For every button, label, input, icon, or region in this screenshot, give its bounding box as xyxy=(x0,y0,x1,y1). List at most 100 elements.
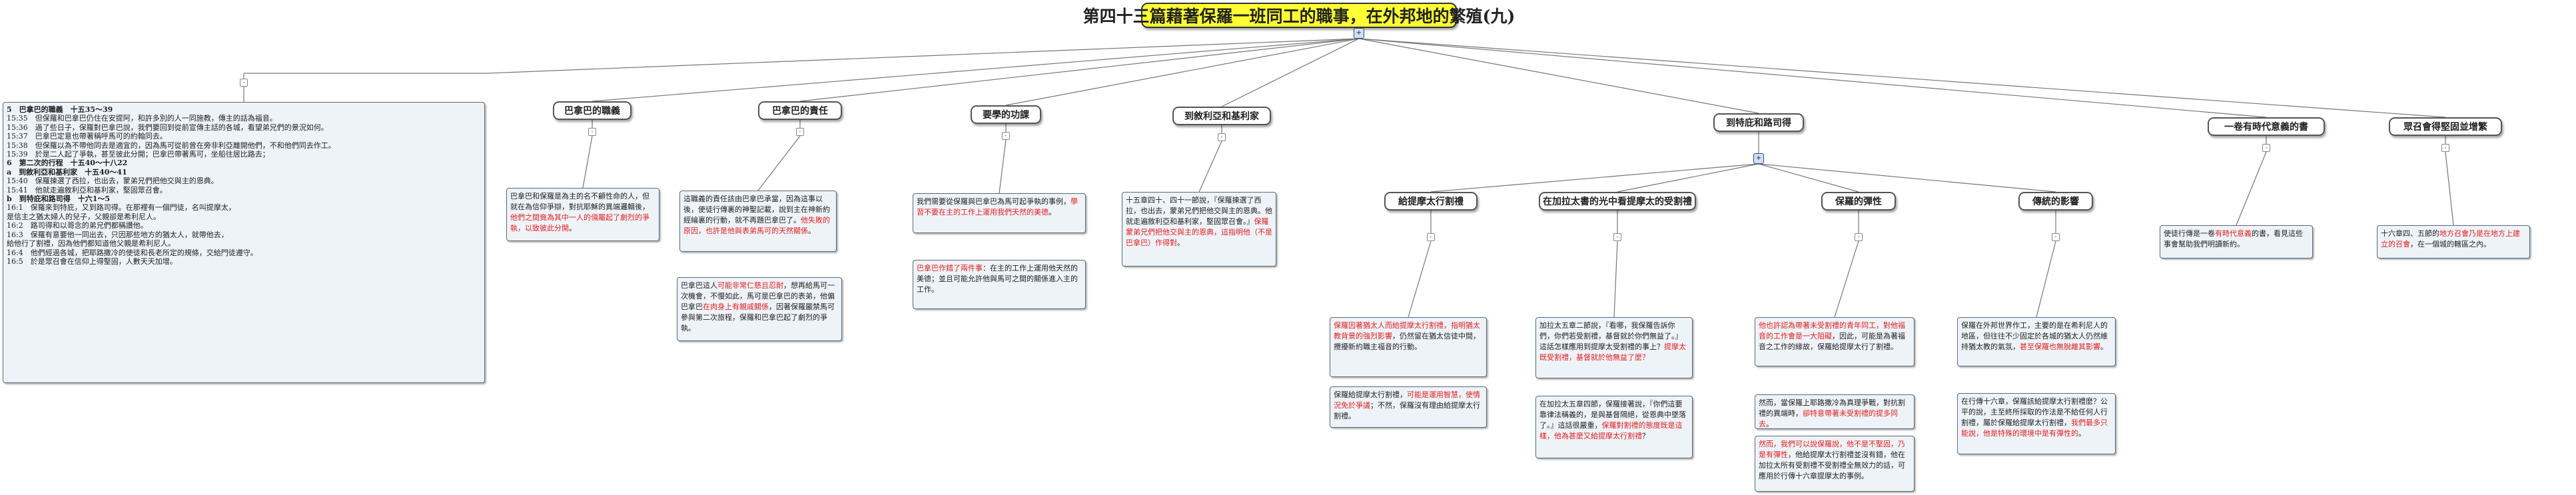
branch-collapse-toggle[interactable]: - xyxy=(588,128,596,136)
sub-note: 在加拉太五章四節，保羅接著說，『你們這要靠律法稱義的，是與基督隔絕，從恩典中墜落… xyxy=(1535,396,1693,458)
edge-branch-note xyxy=(1198,141,1222,193)
edge-branch-note xyxy=(999,139,1007,194)
branch-topic[interactable]: 巴拿巴的責任 xyxy=(758,101,842,120)
outline-verse: 16:1 保羅來到特庇，又到路司得。在那裡有一個門徒，名叫提摩太， xyxy=(7,203,236,213)
topic-label: 到敘利亞和基利家 xyxy=(1184,111,1259,122)
edge-root-branch xyxy=(1221,38,1360,107)
outline-heading: a 到敘利亞和基利家 十五40～41 xyxy=(7,167,127,177)
outline-verse: 16:3 保羅有意要他一同出去，只因那些地方的猶太人，就帶他去， xyxy=(7,230,228,239)
note-text: 保羅給提摩太行割禮， xyxy=(1334,390,1407,399)
edge-sub-note xyxy=(1834,241,1859,318)
branch-note: 十五章四十、四十一節說，『保羅揀選了西拉，也出去，蒙弟兄們把他交與主的恩典。他就… xyxy=(1122,192,1276,266)
sub-note: 保羅給提摩太行割禮，可能是運用智慧，使情況免於爭議；不然，保羅沒有理由給提摩太行… xyxy=(1330,386,1487,428)
note-text: 然而，當保羅上耶路撒冷為真理爭戰，對抗割禮的異端時， xyxy=(1759,398,1905,418)
branch-topic[interactable]: 到特庇和路司得 xyxy=(1713,113,1804,132)
sub-note: 然而，當保羅上耶路撒冷為真理爭戰，對抗割禮的異端時，卻特意帶著未受割禮的提多同去… xyxy=(1755,394,1915,429)
outline-verse: 給他行了割禮，因為他們都知道他父親是希利尼人。 xyxy=(7,239,175,248)
highlight-text: 他也許認為帶著未受割禮的青年同工，對 xyxy=(1759,321,1891,330)
note-text: 十六章四、五節的 xyxy=(2381,229,2439,238)
note-text: 在加拉太五章四節，保羅接著說，『你們這要靠律法稱義的，是與基督隔絕，從恩典中墜落… xyxy=(1539,400,1686,430)
branch-collapse-toggle[interactable]: - xyxy=(2441,144,2449,152)
note-text: 。 xyxy=(2078,429,2086,438)
branch-topic[interactable]: 眾召會得堅固並增繁 xyxy=(2389,117,2502,136)
outline-collapse-toggle[interactable]: - xyxy=(240,79,248,87)
highlight-text: 他們之間竟為其中一人的倆屬起了劇烈的爭執，以致彼此分開 xyxy=(510,213,649,233)
branch-collapse-toggle[interactable]: - xyxy=(2262,144,2270,152)
topic-label: 一卷有時代意義的書 xyxy=(2224,122,2308,133)
topic-label: 到特庇和路司得 xyxy=(1726,118,1791,129)
edge-root-branch xyxy=(1358,38,1759,114)
edge-branch-child xyxy=(1617,163,1759,193)
note-text: 十五章四十、四十一節說，『保羅揀選了西拉，也出去，蒙弟兄們把他交與主的恩典。他就… xyxy=(1126,196,1272,226)
note-text: ，在一個城的轄區之內。 xyxy=(2410,240,2491,248)
topic-label: 巴拿巴的責任 xyxy=(772,106,828,117)
subtopic-collapse-toggle[interactable]: - xyxy=(2052,233,2060,241)
sub-topic[interactable]: 傳統的影響 xyxy=(2018,192,2093,211)
edge-branch-child xyxy=(1758,163,1859,193)
sub-note: 在行傳十六章，保羅該給提摩太行割禮麼？公平的說，主至終所採取的作法是不給任何人行… xyxy=(1957,393,2116,454)
sub-note: 保羅因著猶太人而給提摩太行割禮，指明猶太教背景的強烈影響，仍然留在猶太信徒中間，… xyxy=(1330,317,1487,377)
branch-hub-icon[interactable]: + xyxy=(1753,153,1764,164)
outline-verse: 15:41 他就走遍敘利亞和基利家，堅固眾召會。 xyxy=(7,185,167,195)
note-text: ：在主的工作上運用他天然的美德；並且可能允許他與馬可之間的關係進入主的工作。 xyxy=(917,264,1078,294)
branch-topic[interactable]: 到敘利亞和基利家 xyxy=(1172,107,1271,125)
highlight-text: 提摩太既受割禮，基督就於他無益了麼？ xyxy=(1539,342,1686,362)
topic-label: 眾召會得堅固並增繁 xyxy=(2403,122,2487,133)
highlight-text: 有時代意義 xyxy=(2215,229,2252,238)
note-text: 。 xyxy=(1177,239,1184,247)
branch-note: 這職義的責任該由巴拿巴承當，因為這事以後，使徒行傳裏的神聖記載，說到主在神新約經… xyxy=(679,191,837,252)
branch-note: 我們需要從保羅與巴拿巴為馬可起爭執的事例，學習不要在主的工作上運用我們天然的美德… xyxy=(913,193,1086,233)
sub-topic[interactable]: 給提摩太行割禮 xyxy=(1384,192,1478,211)
root-topic[interactable]: 第四十三篇藉著保羅一班同工的職事，在外邦地的繁殖(九) xyxy=(1083,3,1515,28)
branch-note: 十六章四、五節的地方召會乃是在地方上建立的召會，在一個城的轄區之內。 xyxy=(2377,225,2530,258)
subtopic-collapse-toggle[interactable]: - xyxy=(1855,233,1863,241)
highlight-text: 保羅因著猶太人而給提摩太行割禮，指明 xyxy=(1334,321,1466,330)
note-text: ，因此，可能是為著福音之工作的緣故，保羅給提摩太行了割禮。 xyxy=(1759,332,1905,351)
subtopic-collapse-toggle[interactable]: - xyxy=(1427,233,1435,241)
outline-verse: 15:35 但保羅和巴拿巴仍住在安提阿，和許多別的人一同施教，傳主的話為福音。 xyxy=(7,114,277,123)
topic-label: 傳統的影響 xyxy=(2032,197,2079,207)
highlight-text: 猶太教背景的強烈影響 xyxy=(1334,321,1480,340)
branch-collapse-toggle[interactable]: - xyxy=(1002,132,1010,140)
outline-verse: 15:36 過了些日子，保羅對巴拿巴說，我們要回到從前宣傳主話的各城，看望弟兄們… xyxy=(7,123,328,132)
outline-verse: 15:39 於是二人起了爭執，甚至彼此分開；巴拿巴帶著馬可，坐船往居比路去； xyxy=(7,150,270,159)
highlight-text: 保羅對割禮的態度既是這樣，他為甚麼又給提摩太行割禮 xyxy=(1539,421,1683,440)
outline-verse: 15:38 但保羅以為不帶他同去是適宜的，因為馬可從前曾在旁非利亞離開他們，不和… xyxy=(7,141,336,150)
outline-verse: 是信主之猶太婦人的兒子，父親卻是希利尼人。 xyxy=(7,212,161,221)
edge-branch-child xyxy=(1758,163,2056,193)
edge-root-branch xyxy=(1005,38,1360,106)
edge-branch-note xyxy=(757,135,801,191)
highlight-text: 可能是運用智慧，使情況免於爭議 xyxy=(1334,390,1480,410)
note-text: ，他給提摩太行割禮並沒有錯，他在加拉太所有受割禮不受割禮全無效力的話，可應用於行… xyxy=(1759,450,1905,480)
edge-root-branch xyxy=(592,38,1360,102)
subtopic-collapse-toggle[interactable]: - xyxy=(1613,233,1621,241)
root-hub-icon[interactable]: + xyxy=(1354,28,1364,39)
edge-root-branch xyxy=(1358,38,2267,118)
highlight-text: 巴拿巴作錯了兩件事 xyxy=(917,264,983,272)
root-title: 第四十三篇藉著保羅一班同工的職事，在外邦地的繁殖(九) xyxy=(1082,7,1515,26)
branch-collapse-toggle[interactable]: - xyxy=(1218,133,1226,141)
branch-topic[interactable]: 巴拿巴的職義 xyxy=(553,101,632,120)
branch-topic[interactable]: 一卷有時代意義的書 xyxy=(2208,117,2325,136)
branch-topic[interactable]: 要學的功課 xyxy=(971,105,1041,124)
sub-topic[interactable]: 保羅的彈性 xyxy=(1821,192,1896,211)
note-text: 。 xyxy=(569,224,576,233)
note-text: 。 xyxy=(2100,342,2108,351)
edge-root-branch xyxy=(1358,38,2446,118)
note-text: 。 xyxy=(1766,420,1773,428)
outline-verse: 16:2 路司得和以哥念的弟兄們都稱讚他。 xyxy=(7,221,148,231)
note-text: 的書，看見這些事會幫助我們明讀新約。 xyxy=(2164,229,2303,248)
topic-label: 要學的功課 xyxy=(983,110,1029,121)
sub-topic[interactable]: 在加拉太書的光中看提摩太的受割禮 xyxy=(1539,192,1696,211)
branch-note: 使徒行傳是一卷有時代意義的書，看見這些事會幫助我們明讀新約。 xyxy=(2160,225,2313,258)
note-text: ，仍然留在猶太信徒中間，攪擾新約職主福音的行動。 xyxy=(1334,332,1480,351)
edge-sub-note xyxy=(1613,241,1618,318)
sub-note: 加拉太五章二節說，『看哪，我保羅告訴你們，你們若受割禮，基督就於你們無益了。』這… xyxy=(1535,317,1693,378)
branch-collapse-toggle[interactable]: - xyxy=(796,128,804,136)
edge-root-branch xyxy=(799,38,1360,102)
highlight-text: 地方召會乃是在地方上建立的召會 xyxy=(2381,229,2520,248)
edge-branch-child xyxy=(1430,163,1759,193)
topic-label: 巴拿巴的職義 xyxy=(564,106,620,117)
